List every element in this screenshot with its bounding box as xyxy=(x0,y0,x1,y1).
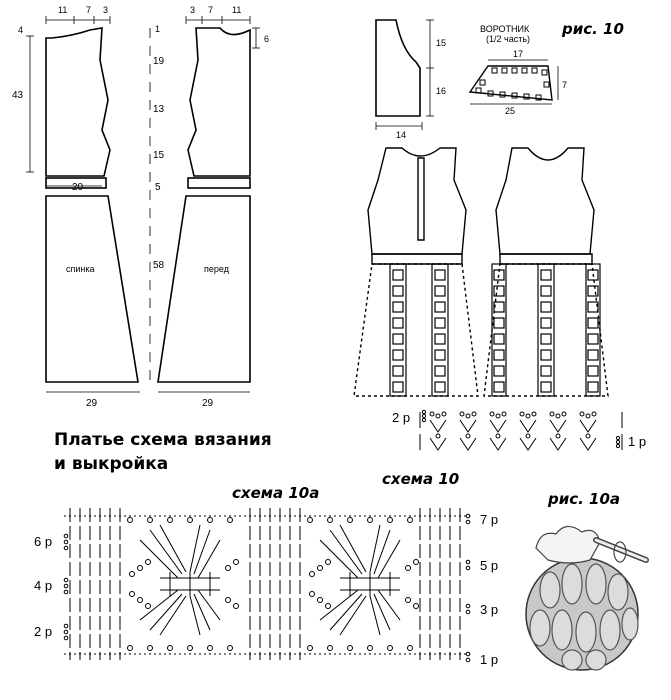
front-hem-width: 29 xyxy=(202,398,214,409)
scheme10a-row-3: 3 р xyxy=(480,602,498,617)
dress-back-view xyxy=(353,147,479,397)
collar-subtitle: (1/2 часть) xyxy=(486,34,530,44)
height-1: 1 xyxy=(155,24,160,34)
back-label: спинка xyxy=(66,264,95,274)
scheme10a-diagram xyxy=(63,508,471,663)
front-width-2: 7 xyxy=(208,5,213,15)
dress-back-motifs xyxy=(389,263,449,397)
collar-piece xyxy=(468,65,553,101)
scheme10a-row-1: 1 р xyxy=(480,652,498,667)
scheme10a-title: схема 10а xyxy=(232,484,319,502)
front-piece xyxy=(157,27,251,383)
scheme10a-row-4: 4 р xyxy=(34,578,52,593)
height-5: 5 xyxy=(155,182,161,193)
height-13: 13 xyxy=(153,104,165,115)
height-19: 19 xyxy=(153,56,165,67)
height-58: 58 xyxy=(153,260,165,271)
scheme10a-row-5: 5 р xyxy=(480,558,498,573)
back-waist-width: 20 xyxy=(72,182,84,193)
collar-bottom: 25 xyxy=(505,106,515,116)
sleeve-height-bottom: 16 xyxy=(436,86,446,96)
caption-line-2: и выкройка xyxy=(54,454,169,474)
front-width-3: 11 xyxy=(232,5,241,15)
sleeve-height-top: 15 xyxy=(436,38,446,48)
collar-top: 17 xyxy=(513,49,523,59)
bobble-illustration xyxy=(525,525,649,671)
back-shoulder-drop: 4 xyxy=(18,25,23,35)
scheme10-title: схема 10 xyxy=(382,470,459,488)
caption-line-1: Платье схема вязания xyxy=(54,430,272,450)
back-width-3: 3 xyxy=(103,5,108,15)
scheme10-diagram xyxy=(419,409,623,451)
back-piece xyxy=(45,27,139,383)
scheme10a-row-6: 6 р xyxy=(34,534,52,549)
collar-title: ВОРОТНИК xyxy=(480,24,530,34)
page-caption: Платье схема вязания и выкройка xyxy=(54,428,334,476)
sleeve-piece xyxy=(375,19,421,117)
back-width-1: 11 xyxy=(58,5,67,15)
front-width-1: 3 xyxy=(190,5,195,15)
scheme10-row-1: 1 р xyxy=(628,434,646,449)
back-armhole-height: 43 xyxy=(12,90,24,101)
front-neck-drop: 6 xyxy=(264,34,269,44)
scheme10a-row-7: 7 р xyxy=(480,512,498,527)
back-width-2: 7 xyxy=(86,5,91,15)
front-label: перед xyxy=(204,264,230,274)
scheme10-row-2: 2 р xyxy=(392,410,410,425)
height-15: 15 xyxy=(153,150,165,161)
collar-side: 7 xyxy=(562,80,567,90)
fig10a-title: рис. 10а xyxy=(547,490,620,508)
dress-front-motifs xyxy=(491,263,601,397)
dress-front-view xyxy=(483,147,609,397)
fig10-title: рис. 10 xyxy=(561,20,624,38)
scheme10a-row-2: 2 р xyxy=(34,624,52,639)
back-hem-width: 29 xyxy=(86,398,98,409)
sleeve-width: 14 xyxy=(396,130,406,140)
